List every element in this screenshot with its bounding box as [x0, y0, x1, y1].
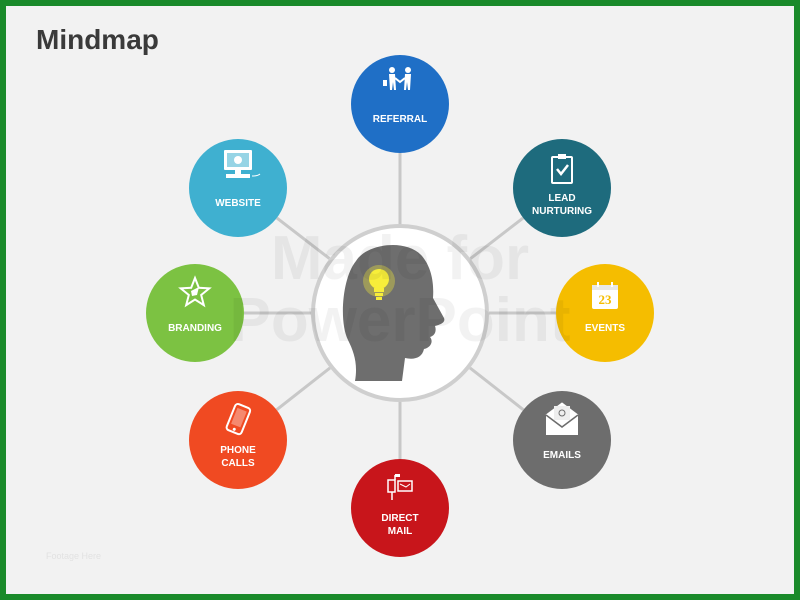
node-phone-calls: PHONE CALLS [189, 391, 287, 489]
node-circle [146, 264, 244, 362]
node-branding: BRANDING [146, 264, 244, 362]
calendar-date-label: 23 [599, 292, 613, 307]
connector-website [275, 216, 331, 260]
node-label-line: CALLS [221, 458, 255, 469]
connector-phone-calls [275, 366, 331, 411]
node-circle [351, 459, 449, 557]
node-circle [513, 391, 611, 489]
node-circle [189, 391, 287, 489]
node-circle [351, 55, 449, 153]
node-label-line: LEAD [548, 193, 575, 204]
head-with-lightbulb-icon [342, 245, 445, 381]
node-referral: REFERRAL [351, 55, 449, 153]
mobile-phone-icon [225, 403, 252, 436]
envelope-icon [545, 402, 579, 435]
slide-title: Mindmap [36, 24, 159, 55]
node-circle [556, 264, 654, 362]
center-node [311, 224, 489, 402]
mailbox-icon [387, 474, 413, 500]
node-label-line: REFERRAL [373, 114, 427, 125]
node-direct-mail: DIRECT MAIL [351, 459, 449, 557]
node-label-line: PHONE [220, 445, 256, 456]
node-label-line: EVENTS [585, 323, 625, 334]
node-website: WEBSITE [189, 139, 287, 237]
connector-emails [469, 366, 525, 411]
handshake-icon [383, 67, 411, 90]
node-label-line: DIRECT [381, 513, 418, 524]
node-label-line: BRANDING [168, 323, 222, 334]
node-label-line: NURTURING [532, 206, 592, 217]
node-emails: EMAILS [513, 391, 611, 489]
node-label-line: MAIL [388, 526, 412, 537]
node-label-line: EMAILS [543, 450, 581, 461]
node-circle [189, 139, 287, 237]
node-circle [513, 139, 611, 237]
clipboard-check-icon [551, 154, 573, 184]
node-label-line: WEBSITE [215, 198, 261, 209]
node-lead-nurturing: LEAD NURTURING [513, 139, 611, 237]
connector-lead-nurturing [469, 216, 525, 260]
computer-icon [224, 150, 261, 178]
star-icon [178, 275, 212, 308]
footer-text: Footage Here [46, 551, 102, 561]
connectors [244, 153, 556, 459]
calendar-icon: 23 [592, 282, 618, 309]
